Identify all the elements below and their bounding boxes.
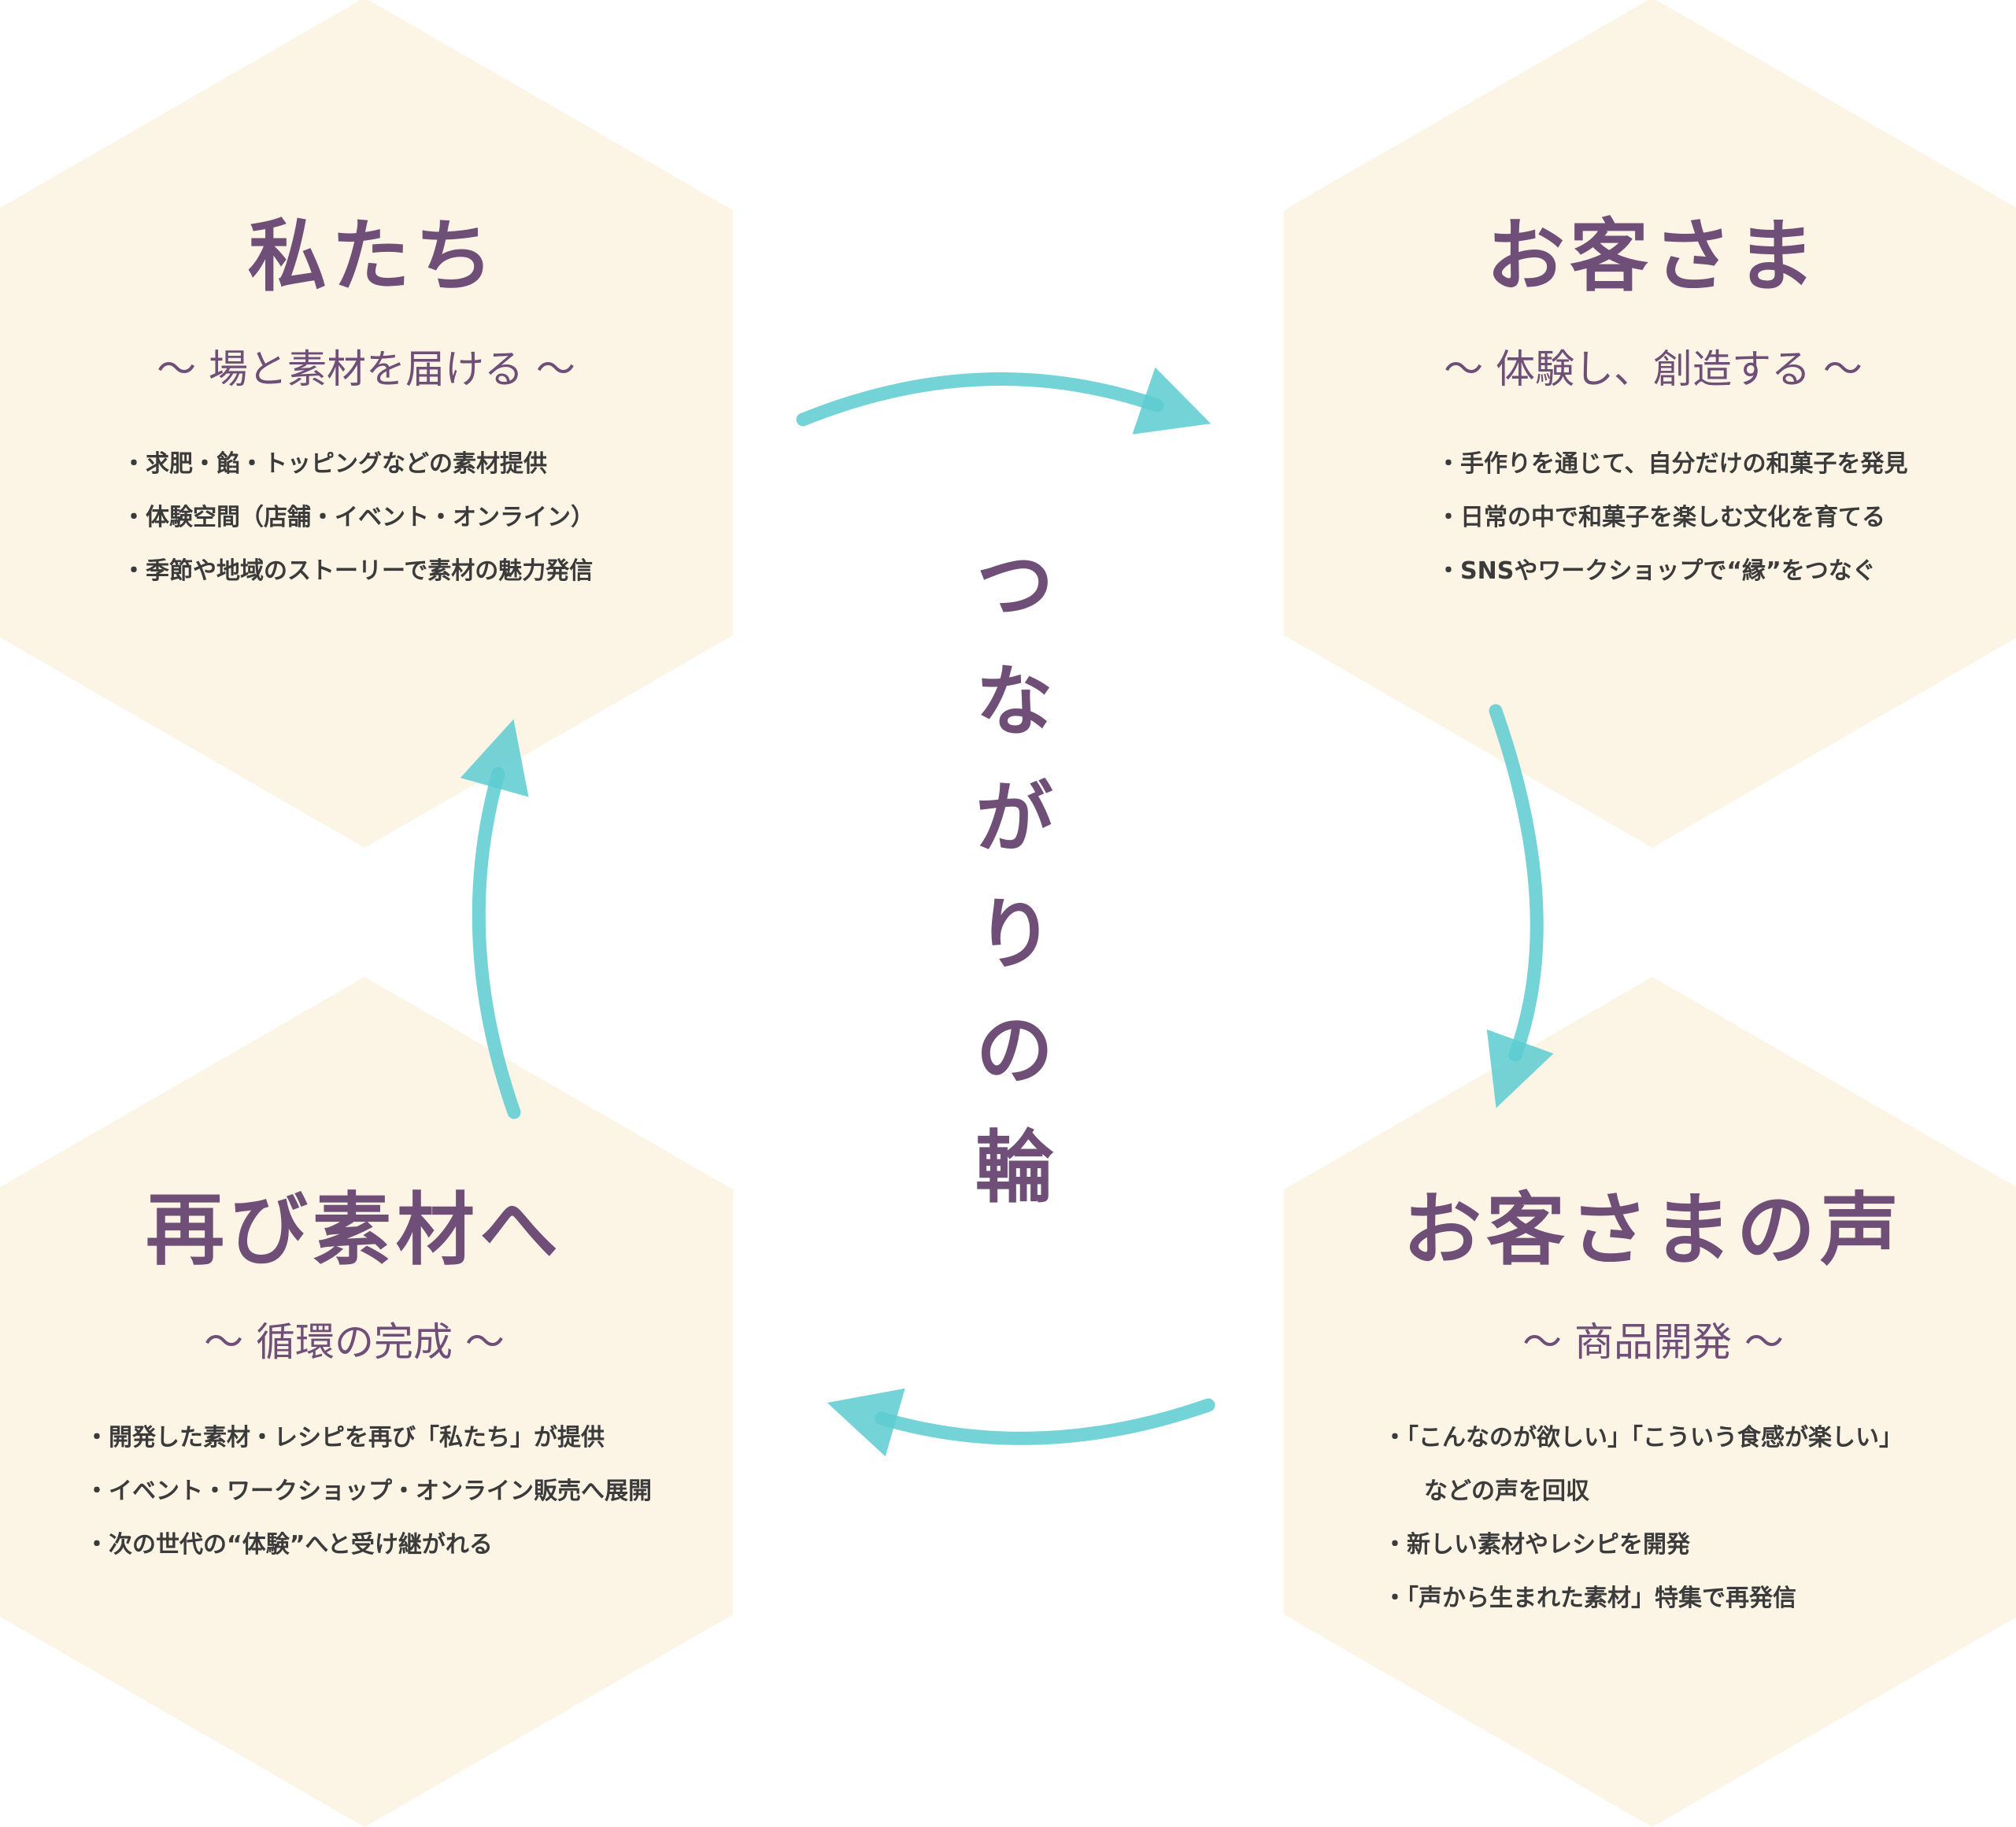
arrow-left	[460, 719, 529, 1119]
bullet-item: ・季節や地域のストーリーで素材の魅力発信	[122, 557, 594, 585]
node-subtitle-okyakusama-no-koe: ～ 商品開発 ～	[1522, 1319, 1784, 1365]
bullet-item: ・新しい素材やレシピを開発	[1383, 1531, 1690, 1559]
node-subtitle-watashitachi: ～ 場と素材を届ける ～	[157, 346, 575, 392]
bullet-item: ・イベント・ワークショップ・オンライン販売へ展開	[85, 1478, 652, 1505]
node-title-watashitachi: 私たち	[248, 209, 498, 302]
bullet-item: ・「こんなのが欲しい」「こういう食感が楽しい」	[1383, 1424, 1903, 1452]
bullet-item: ・日常の中で和菓子を楽しむ文化を育てる	[1437, 504, 1885, 531]
bullet-item: ・次の世代の“体験”へと受け継がれる	[85, 1531, 493, 1559]
bullet-item-continuation: などの声を回収	[1424, 1478, 1589, 1505]
node-title-okyakusama-no-koe: お客さまの声	[1403, 1183, 1903, 1276]
node-title-futatabi-sozai: 再び素材へ	[146, 1183, 563, 1276]
bullet-item: ・「声から生まれた素材」特集で再発信	[1383, 1585, 1796, 1612]
bullet-item: ・SNSやワークショップで“縁”をつなぐ	[1437, 557, 1876, 585]
center-title-tsunagari-no-wa: つながりの輪	[961, 543, 1054, 1242]
bullet-list-okyakusama-no-koe: ・「こんなのが欲しい」「こういう食感が楽しい」 などの声を回収 ・新しい素材やレ…	[1383, 1411, 1903, 1625]
arrow-bottom	[827, 1388, 1215, 1457]
bullet-list-watashitachi: ・求肥・餡・トッピングなどの素材提供 ・体験空間（店舗・イベント・オンライン） …	[122, 438, 594, 598]
node-subtitle-futatabi-sozai: ～ 循環の完成 ～	[204, 1319, 505, 1365]
bullet-list-okyakusama: ・手作りを通じて、自分だけの和菓子を発見 ・日常の中で和菓子を楽しむ文化を育てる…	[1437, 438, 1908, 598]
bullet-item: ・体験空間（店舗・イベント・オンライン）	[122, 504, 594, 531]
arrow-top	[796, 367, 1211, 435]
arrow-right	[1486, 704, 1554, 1108]
bullet-item: ・求肥・餡・トッピングなどの素材提供	[122, 450, 547, 478]
bullet-item: ・手作りを通じて、自分だけの和菓子を発見	[1437, 450, 1908, 478]
bullet-list-futatabi-sozai: ・開発した素材・レシピを再び「私たち」が提供 ・イベント・ワークショップ・オンラ…	[85, 1411, 652, 1572]
bullet-item: ・開発した素材・レシピを再び「私たち」が提供	[85, 1424, 605, 1452]
node-title-okyakusama: お客さま	[1486, 209, 1820, 302]
node-subtitle-okyakusama: ～ 体験し、創造する ～	[1444, 346, 1862, 392]
